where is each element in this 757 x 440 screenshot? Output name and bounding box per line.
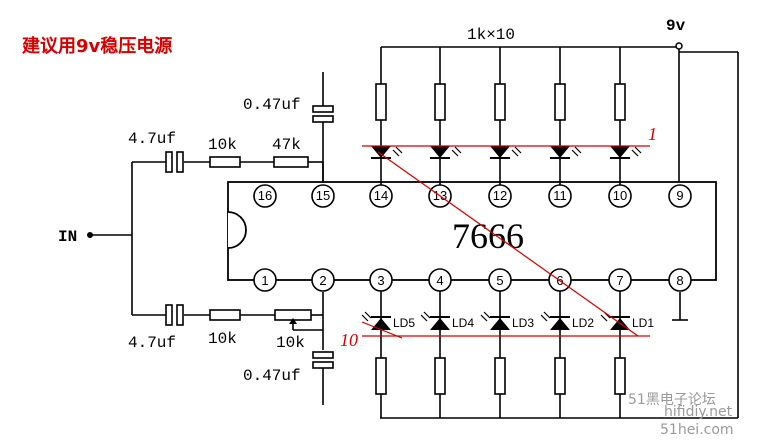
pin-number: 1 [261,273,268,288]
chip-pin-3: 3 [369,268,393,292]
supply-label: 9v [666,17,686,35]
pin-number: 8 [676,273,683,288]
pin-number: 10 [613,188,627,203]
capacitor-bottom-0.47uf [312,351,334,369]
chip-pin-14: 14 [369,184,393,208]
resistor-array-label: 1k×10 [467,26,515,44]
ground-symbol [672,292,688,321]
input-capacitor-bottom [165,304,184,326]
top-pin-row: 161514131211109 [253,184,692,208]
led-resistor [494,357,506,395]
cap-top-left-label: 4.7uf [128,130,176,148]
top-led-column-4 [550,47,582,185]
chip-name: 7666 [452,216,524,256]
top-led-array [371,47,642,185]
led-resistor [554,357,566,395]
pin-number: 7 [616,273,623,288]
schematic-title: 建议用9v稳压电源 [22,35,172,57]
chip-pin-2: 2 [311,268,335,292]
pin-number: 11 [553,188,567,203]
res-bottom-1-label: 10k [208,330,237,348]
bottom-led-column-5: LD1 [600,291,654,418]
led-label: LD1 [632,316,654,330]
cap-top-label: 0.47uf [243,96,301,114]
chip-pin-16: 16 [253,184,277,208]
bottom-led-column-1: LD5 [361,291,415,418]
top-led-column-2 [430,47,462,185]
annotation-lines [361,145,650,339]
res-top-2-label: 47k [272,136,301,154]
input-capacitor-top [165,151,184,173]
led-diode [610,146,642,159]
watermark-line3: 51hei.com [660,422,734,438]
supply-terminal [675,42,683,50]
pin-number: 15 [316,188,330,203]
resistor-bottom-10k [209,309,241,321]
chip-pin-4: 4 [428,268,452,292]
input-terminal [87,232,93,238]
potentiometer [274,309,323,331]
led-resistor [614,83,626,121]
resistor-top-47k [273,156,309,168]
input-network [90,72,324,405]
led-resistor [434,357,446,395]
pin-number: 2 [319,273,326,288]
led-label: LD2 [572,316,594,330]
led-diode [430,146,462,159]
chip-pin-6: 6 [548,268,572,292]
watermark-line1: 51黑电子论坛 [628,392,716,408]
capacitor-top-0.47uf [312,105,334,123]
top-led-column-1 [371,47,403,185]
chip-pin-5: 5 [488,268,512,292]
chip-body [227,181,717,281]
top-led-column-5 [610,47,642,185]
led-resistor [494,83,506,121]
pin-number: 14 [374,188,388,203]
chip-pin-10: 10 [608,184,632,208]
led-resistor [434,83,446,121]
chip-pin-7: 7 [608,268,632,292]
led-diode [480,311,510,330]
chip-pin-11: 11 [548,184,572,208]
bottom-led-column-4: LD2 [540,291,594,418]
cap-bottom-label: 0.47uf [243,367,301,385]
led-diode [540,311,570,330]
pin-number: 9 [676,188,683,203]
led-diode [420,311,450,330]
led-diode [550,146,582,159]
pin-number: 16 [258,188,272,203]
chip-pin-1: 1 [253,268,277,292]
bottom-led-array: LD5 LD4 LD3 LD2 LD1 [361,291,654,418]
led-label: LD4 [452,316,474,330]
res-top-1-label: 10k [208,136,237,154]
bottom-led-column-3: LD3 [480,291,534,418]
bottom-led-column-2: LD4 [420,291,474,418]
led-diode [490,146,522,159]
chip-pin-9: 9 [668,184,692,208]
led-resistor [554,83,566,121]
led-label: LD5 [393,316,415,330]
input-label: IN [58,228,77,246]
top-led-column-3 [490,47,522,185]
led-label: LD3 [512,316,534,330]
annotation-top-marker: 1 [648,124,657,144]
pin-number: 3 [377,273,384,288]
pin-number: 4 [436,273,443,288]
resistor-top-10k [209,156,241,168]
led-resistor [614,357,626,395]
cap-bottom-left-label: 4.7uf [128,334,176,352]
annotation-bottom-marker: 10 [340,330,358,350]
chip-pin-8: 8 [668,268,692,292]
pin-number: 12 [493,188,507,203]
pot-bottom-label: 10k [276,334,305,352]
chip-pin-12: 12 [488,184,512,208]
chip-pin-15: 15 [311,184,335,208]
pin-number: 5 [496,273,503,288]
led-diode [371,146,403,159]
led-resistor [375,357,387,395]
watermark-line2: hifidiy.net [664,404,733,420]
led-resistor [375,83,387,121]
